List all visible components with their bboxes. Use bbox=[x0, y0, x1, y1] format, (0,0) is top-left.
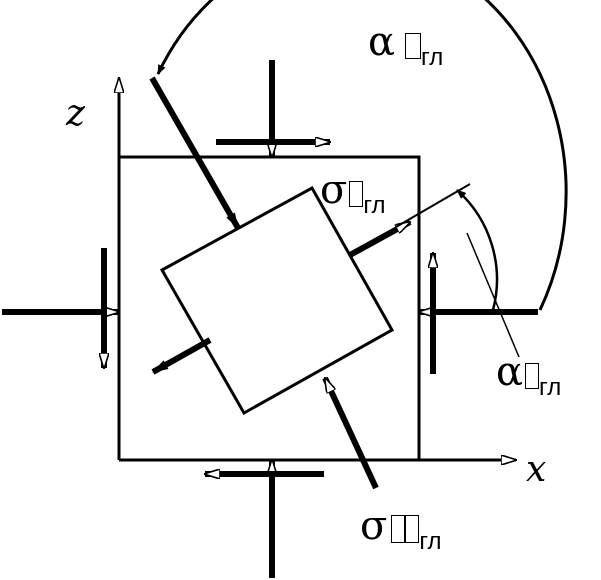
principal-compression-arrow-upper bbox=[149, 76, 241, 230]
principal-tension-arrow-right bbox=[348, 219, 410, 258]
principal-tension-arrow-left bbox=[151, 337, 212, 375]
sigma-symbol: σ bbox=[360, 503, 388, 549]
x-axis-label: x bbox=[526, 449, 547, 490]
missing-glyph-box bbox=[391, 515, 406, 543]
missing-glyph-box bbox=[405, 33, 422, 59]
rotated-inner-element bbox=[159, 185, 395, 416]
alpha-subscript: гл bbox=[539, 374, 562, 401]
missing-glyph-box bbox=[349, 181, 364, 207]
small-angle-arc bbox=[456, 189, 499, 311]
sigma-subscript: гл bbox=[419, 528, 442, 555]
sigma-subscript: гл bbox=[363, 192, 386, 219]
missing-glyph-box bbox=[525, 363, 540, 389]
outer-element-square bbox=[119, 155, 421, 460]
missing-glyph-box bbox=[405, 515, 420, 543]
sigma-symbol: σ bbox=[320, 167, 348, 213]
z-axis-label: z bbox=[66, 93, 85, 134]
alpha-symbol: α bbox=[496, 349, 524, 395]
alpha-leader-line bbox=[466, 232, 520, 358]
alpha-symbol: α bbox=[368, 19, 396, 65]
alpha-subscript: гл bbox=[421, 44, 444, 71]
large-angle-arc bbox=[156, 0, 568, 311]
principal-compression-arrow-lower bbox=[322, 378, 379, 490]
sigma-bottom-label: σ гл bbox=[360, 506, 442, 554]
